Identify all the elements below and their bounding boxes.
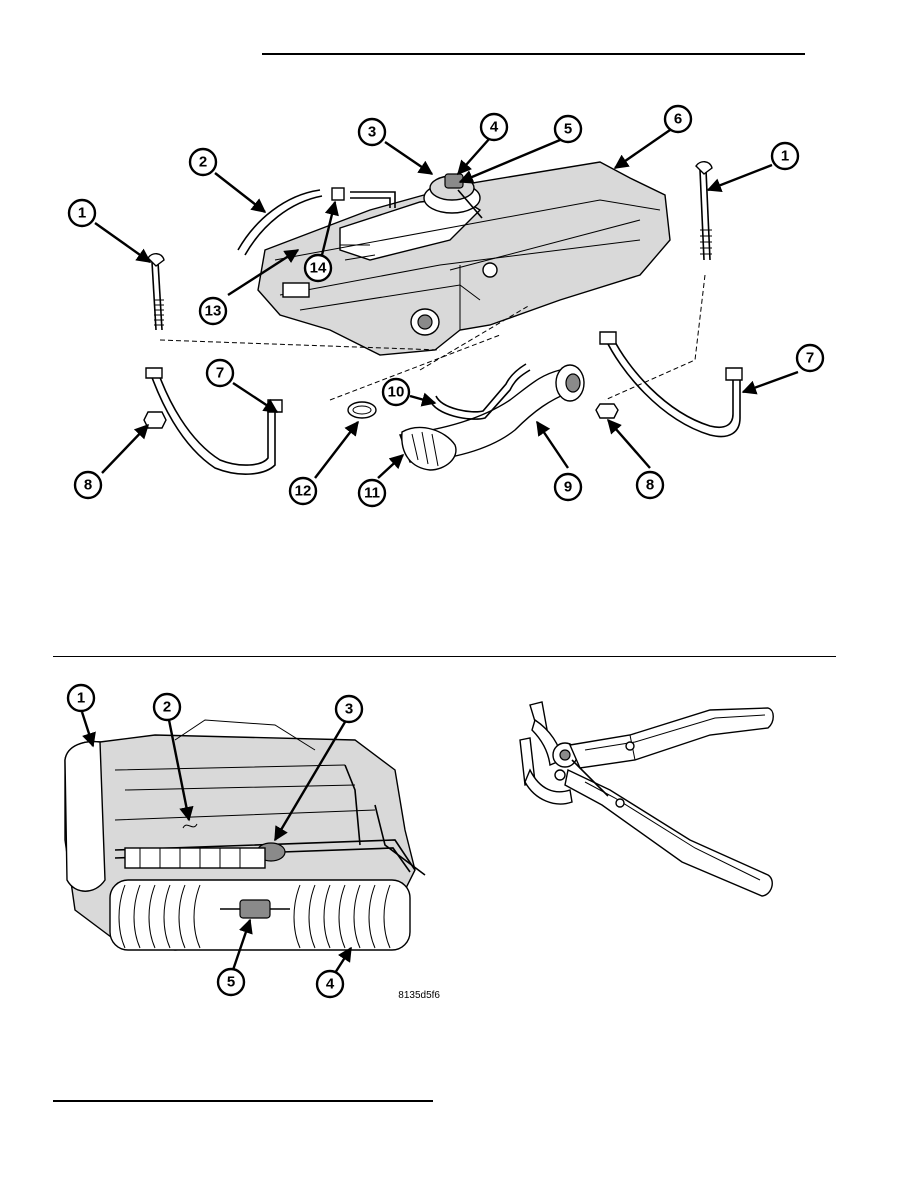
svg-text:3: 3 <box>345 701 353 718</box>
callout-8-left: 8 <box>73 470 103 500</box>
callout-6: 6 <box>663 104 693 134</box>
hose-clamp-pliers-icon <box>519 701 774 897</box>
vapor-hose-drawing <box>429 369 531 420</box>
fuel-tank-assembly-exploded-icon: 81350a9e <box>143 161 743 475</box>
svg-text:1: 1 <box>78 205 86 222</box>
svg-text:3: 3 <box>368 124 376 141</box>
middle-rule <box>53 656 836 657</box>
hose-clamp-pliers-figure <box>510 690 790 920</box>
bottom-rule <box>53 1100 433 1102</box>
svg-text:13: 13 <box>205 303 222 320</box>
right-nut-drawing <box>595 403 619 419</box>
hose-clamp-drawing <box>347 401 377 419</box>
svg-text:5: 5 <box>227 974 235 991</box>
svg-text:7: 7 <box>216 365 224 382</box>
callout-11: 11 <box>357 478 387 508</box>
svg-text:1: 1 <box>77 690 85 707</box>
callout-3: 3 <box>357 117 387 147</box>
svg-text:4: 4 <box>326 976 335 993</box>
svg-text:8: 8 <box>646 477 654 494</box>
callout-10: 10 <box>381 377 411 407</box>
svg-text:1: 1 <box>781 148 789 165</box>
callout-14: 14 <box>303 253 333 283</box>
callout-2: 2 <box>188 147 218 177</box>
fuel-tank-underside-icon: 8135d5f6 <box>64 719 440 1001</box>
callout-9: 9 <box>553 472 583 502</box>
callout-7-left: 7 <box>205 358 235 388</box>
leader-lines-2 <box>80 711 353 974</box>
callout-12: 12 <box>288 476 318 506</box>
svg-text:2: 2 <box>199 154 207 171</box>
filler-hose-drawing <box>401 426 457 471</box>
callout-13: 13 <box>198 296 228 326</box>
top-rule <box>262 53 805 55</box>
svg-text:8: 8 <box>84 477 92 494</box>
svg-text:9: 9 <box>564 479 572 496</box>
svg-text:14: 14 <box>310 260 327 277</box>
callout-4: 4 <box>479 112 509 142</box>
svg-text:2: 2 <box>163 699 171 716</box>
svg-text:7: 7 <box>806 350 814 367</box>
fuel-tank-underside-figure: 8135d5f6 1 2 3 5 4 <box>55 680 445 1010</box>
svg-text:6: 6 <box>674 111 682 128</box>
fitting-drawing <box>331 187 345 201</box>
callout-1-right: 1 <box>770 141 800 171</box>
leader-lines <box>94 129 799 479</box>
fuel-tank-exploded-figure: 81350a9e 1 <box>40 100 840 540</box>
vent-hose-drawing <box>237 189 321 251</box>
svg-text:12: 12 <box>295 483 312 500</box>
callout-8-right: 8 <box>635 470 665 500</box>
right-strap-drawing <box>604 337 741 438</box>
callout2-3: 3 <box>334 694 364 724</box>
callout2-2: 2 <box>152 692 182 722</box>
svg-text:4: 4 <box>490 119 499 136</box>
left-nut-drawing <box>143 411 167 429</box>
figure-id-2: 8135d5f6 <box>398 990 440 1001</box>
callout2-4: 4 <box>315 969 345 999</box>
left-strap-drawing <box>149 371 276 475</box>
callout-5: 5 <box>553 114 583 144</box>
callout-1-left: 1 <box>67 198 97 228</box>
svg-text:10: 10 <box>388 384 405 401</box>
callout-7-right: 7 <box>795 343 825 373</box>
callout-layer-2: 1 2 3 5 4 <box>66 683 364 999</box>
fuel-tank-drawing <box>257 161 671 356</box>
svg-text:5: 5 <box>564 121 572 138</box>
callout2-1: 1 <box>66 683 96 713</box>
left-bolt-drawing <box>151 261 157 331</box>
svg-text:11: 11 <box>364 485 380 502</box>
callout2-5: 5 <box>216 967 246 997</box>
callout-layer: 1 2 3 4 5 6 1 14 13 7 8 10 12 11 9 8 7 <box>67 104 825 508</box>
right-bolt-drawing <box>699 169 705 261</box>
